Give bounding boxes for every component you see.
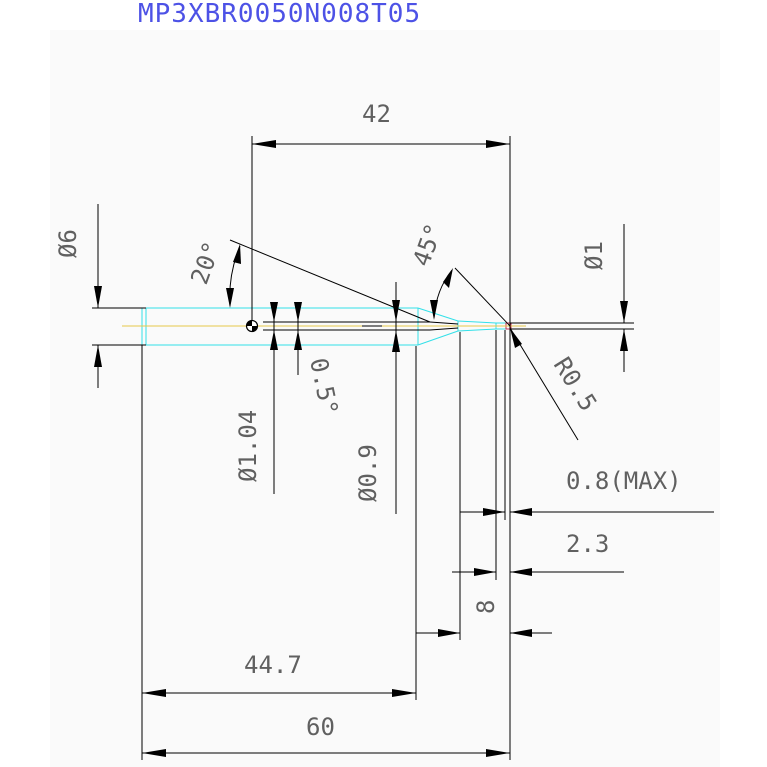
tool-body xyxy=(141,307,512,346)
dim-dia1-04: Ø1.04 xyxy=(234,302,278,494)
dim-44-7-label: 44.7 xyxy=(244,651,302,679)
dim-2-3: 2.3 xyxy=(452,330,624,580)
part-number-title: MP3XBR0050N008T05 xyxy=(138,0,421,29)
datum-mark xyxy=(245,319,259,333)
dim-dia0-9: Ø0.9 xyxy=(354,282,400,514)
dim-dia0-9-label: Ø0.9 xyxy=(354,444,382,502)
drawing-sheet xyxy=(50,30,720,767)
dim-0-8-max-label: 0.8(MAX) xyxy=(566,467,682,495)
dim-42: 42 xyxy=(251,100,511,760)
dim-dia6: Ø6 xyxy=(54,204,146,388)
dim-0-8-max: 0.8(MAX) xyxy=(460,330,714,520)
dim-dia6-label: Ø6 xyxy=(54,229,82,258)
dim-42-label: 42 xyxy=(362,100,391,128)
dim-dia1-04-label: Ø1.04 xyxy=(234,410,262,482)
dim-2-3-label: 2.3 xyxy=(566,530,609,558)
dim-60-label: 60 xyxy=(306,713,335,741)
dim-8: 8 xyxy=(416,332,552,640)
dim-44-7: 44.7 xyxy=(141,345,417,760)
dim-8-label: 8 xyxy=(472,600,500,614)
dim-dia1: Ø1 xyxy=(510,224,634,372)
dim-60: 60 xyxy=(142,713,510,757)
neck-detail xyxy=(263,321,459,331)
dim-dia1-label: Ø1 xyxy=(580,241,608,270)
